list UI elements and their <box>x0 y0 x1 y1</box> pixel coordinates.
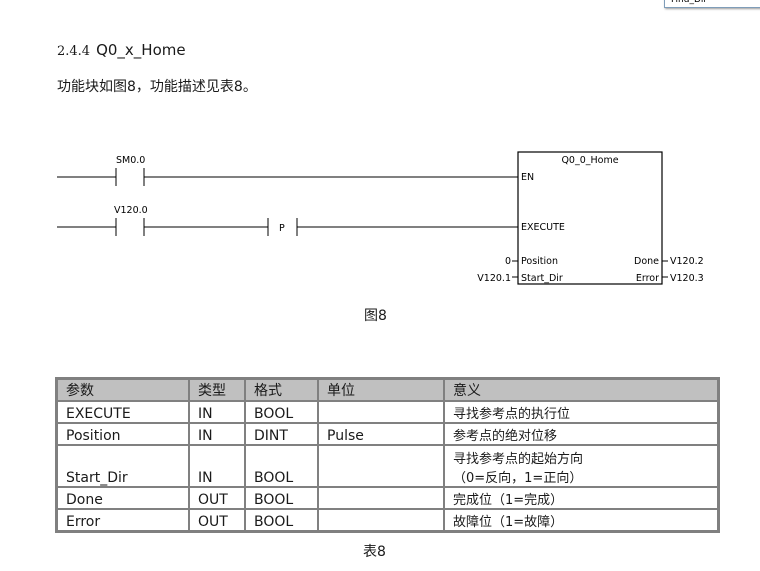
cell-meaning: 参考点的绝对位移 <box>443 422 720 446</box>
contact-v120-label: V120.0 <box>114 205 148 216</box>
cell-unit <box>317 508 445 533</box>
error-output-value: V120.3 <box>670 273 704 284</box>
table-header-row: 参数 类型 格式 单位 意义 <box>55 377 720 402</box>
cell-unit <box>317 486 445 510</box>
cell-param: Error <box>55 508 190 533</box>
position-input-value: 0 <box>505 256 511 267</box>
pin-start-dir: Start_Dir <box>521 273 563 284</box>
table-caption: 表8 <box>363 544 386 560</box>
cell-type: IN <box>188 400 246 424</box>
cell-param: Position <box>55 422 190 446</box>
cell-type: IN <box>188 444 246 488</box>
cell-unit: Pulse <box>317 422 445 446</box>
header-meaning: 意义 <box>443 377 720 402</box>
section-heading: 2.4.4 Q0_x_Home <box>57 41 186 59</box>
table-row: Done OUT BOOL 完成位（1=完成） <box>55 486 720 510</box>
meaning-line-2: （0=反向，1=正向） <box>453 471 583 486</box>
cell-unit <box>317 444 445 488</box>
header-param: 参数 <box>55 377 190 402</box>
table-row: EXECUTE IN BOOL 寻找参考点的执行位 <box>55 400 720 424</box>
cell-type: OUT <box>188 486 246 510</box>
cell-param: EXECUTE <box>55 400 190 424</box>
pin-done: Done <box>634 256 659 267</box>
meaning-line-1: 寻找参考点的起始方向 <box>453 452 584 467</box>
table-row: Start_Dir IN BOOL 寻找参考点的起始方向 （0=反向，1=正向） <box>55 444 720 488</box>
cell-type: IN <box>188 422 246 446</box>
pin-error: Error <box>636 273 659 284</box>
ladder-diagram: SM0.0 V120.0 P Q0_0_Home EN EXECUTE Posi… <box>57 151 704 285</box>
contact-p-label: P <box>279 223 285 234</box>
table-row: Error OUT BOOL 故障位（1=故障） <box>55 508 720 533</box>
cell-unit <box>317 400 445 424</box>
section-number: 2.4.4 <box>57 44 91 59</box>
pin-en: EN <box>521 172 534 183</box>
header-type: 类型 <box>188 377 246 402</box>
cell-format: BOOL <box>244 400 319 424</box>
pin-execute: EXECUTE <box>521 222 565 233</box>
parameter-table: 参数 类型 格式 单位 意义 EXECUTE IN BOOL 寻找参考点的执行位… <box>55 377 720 533</box>
cell-type: OUT <box>188 508 246 533</box>
cell-format: BOOL <box>244 444 319 488</box>
contact-sm0-label: SM0.0 <box>116 155 145 166</box>
section-title: Q0_x_Home <box>96 41 186 59</box>
table-row: Position IN DINT Pulse 参考点的绝对位移 <box>55 422 720 446</box>
figure-caption: 图8 <box>364 308 387 324</box>
cell-meaning: 寻找参考点的起始方向 （0=反向，1=正向） <box>443 444 720 488</box>
cell-format: BOOL <box>244 486 319 510</box>
cell-meaning: 寻找参考点的执行位 <box>443 400 720 424</box>
header-unit: 单位 <box>317 377 445 402</box>
pin-position: Position <box>521 256 558 267</box>
cell-meaning: 完成位（1=完成） <box>443 486 720 510</box>
cell-meaning: 故障位（1=故障） <box>443 508 720 533</box>
cell-format: DINT <box>244 422 319 446</box>
cell-param: Done <box>55 486 190 510</box>
function-block-box <box>517 151 663 285</box>
cell-param: Start_Dir <box>55 444 190 488</box>
start-dir-input-value: V120.1 <box>477 273 511 284</box>
header-format: 格式 <box>244 377 319 402</box>
block-title: Q0_0_Home <box>561 155 618 166</box>
cell-format: BOOL <box>244 508 319 533</box>
done-output-value: V120.2 <box>670 256 704 267</box>
find-dir-field[interactable]: Find_Dir <box>664 0 760 8</box>
intro-text: 功能块如图8，功能描述见表8。 <box>57 79 257 95</box>
